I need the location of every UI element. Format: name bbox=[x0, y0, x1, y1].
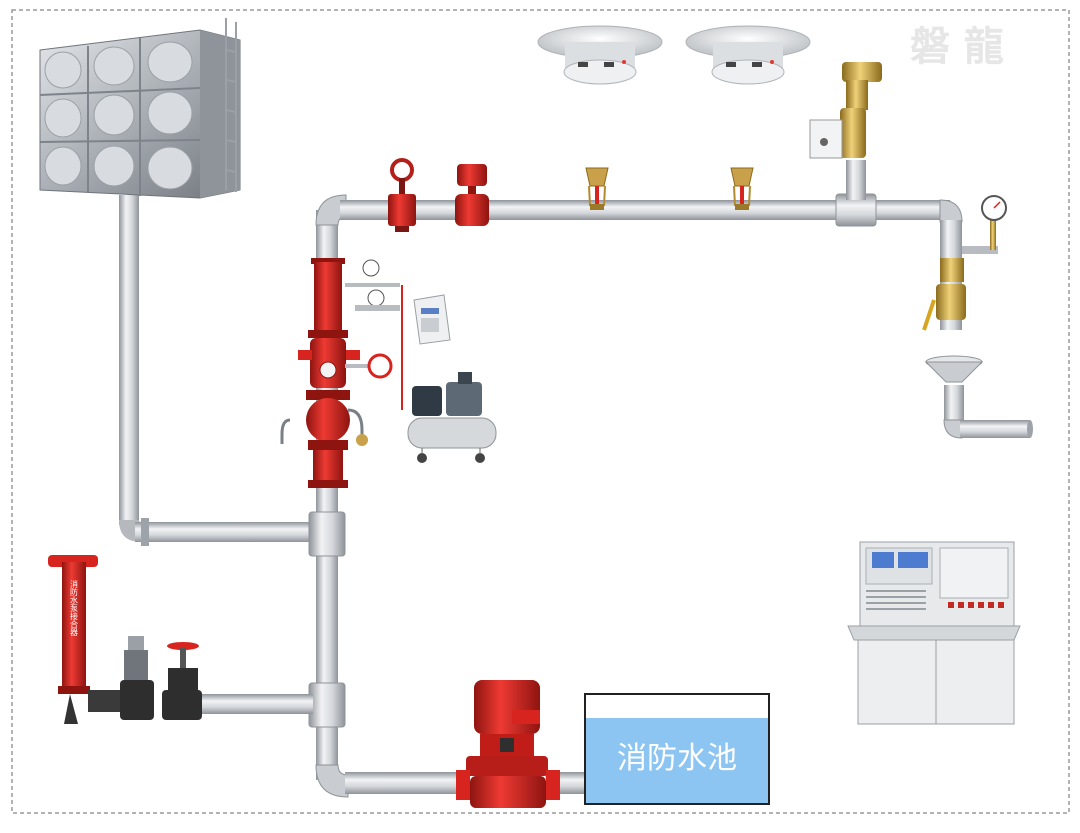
control-box-icon bbox=[413, 294, 451, 345]
pipe-network bbox=[119, 160, 1033, 798]
pool-label: 消防水池 bbox=[617, 741, 737, 776]
butterfly-valve-icon bbox=[388, 158, 416, 232]
alarm-valve-icon bbox=[280, 258, 403, 488]
pressure-gauge-icon bbox=[962, 195, 1007, 254]
exhaust-valve-icon bbox=[809, 62, 882, 159]
sprinkler-icon bbox=[585, 167, 609, 210]
test-valve-icon bbox=[922, 258, 966, 331]
pump-icon bbox=[456, 680, 560, 808]
smoke-detector-icon bbox=[537, 25, 663, 85]
watermark-text: 磐 龍 bbox=[910, 24, 1004, 70]
water-tank-icon bbox=[39, 18, 241, 199]
sprinkler-icon bbox=[730, 167, 754, 210]
funnel-icon bbox=[924, 355, 984, 383]
dashed-frame bbox=[11, 9, 1070, 814]
control-panel-icon bbox=[847, 541, 1021, 725]
fire-pool: 消防水池 bbox=[584, 693, 770, 805]
flow-indicator-icon bbox=[455, 164, 489, 226]
pump-adapter-icon: 消防水泵接合器 bbox=[48, 555, 202, 724]
air-compressor-icon bbox=[407, 372, 497, 463]
smoke-detector-icon bbox=[685, 25, 811, 85]
pump-adapter-text: 消防水泵接合器 bbox=[70, 579, 79, 637]
